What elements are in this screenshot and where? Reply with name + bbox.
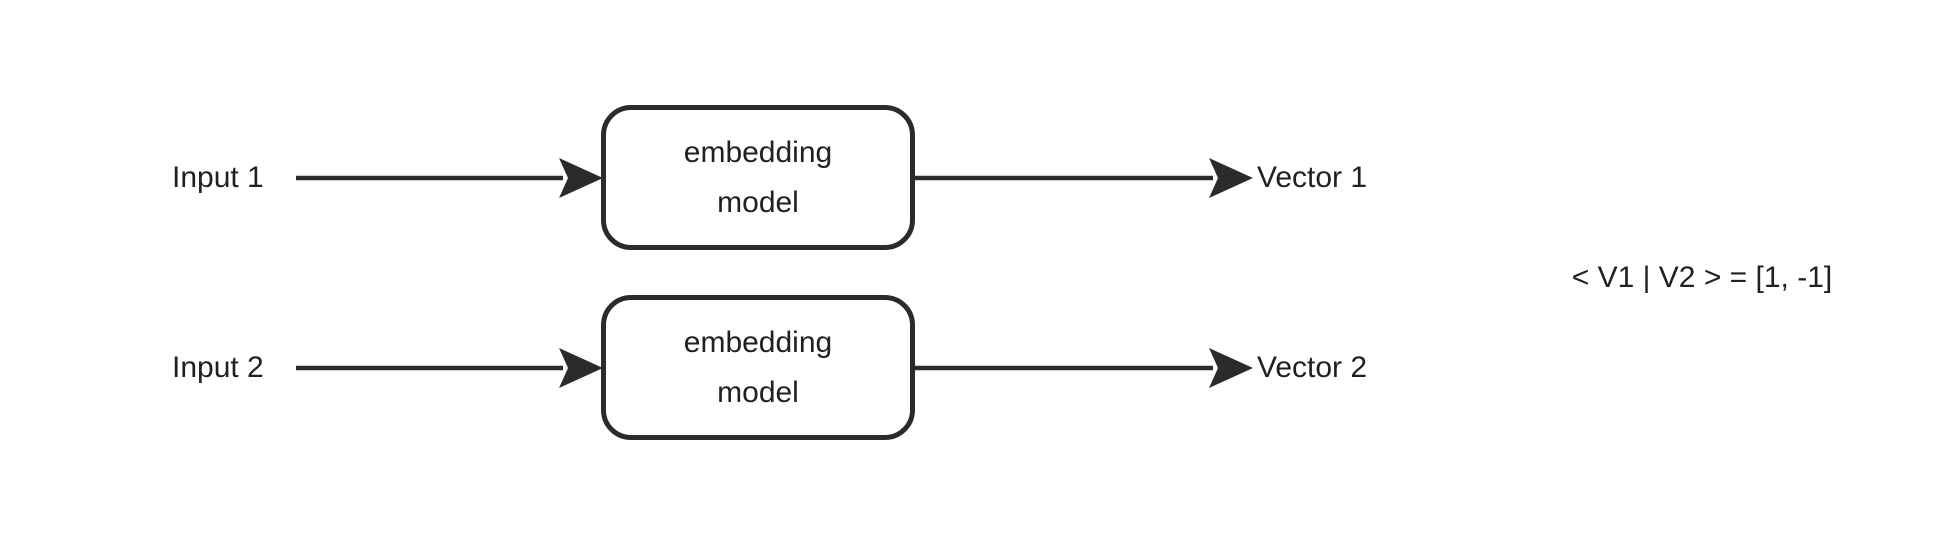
- arrow-model2-to-vector2: [915, 348, 1253, 388]
- embedding-model-node-1: embedding model: [601, 105, 915, 250]
- arrow-input2-to-model: [296, 348, 603, 388]
- arrowhead-icon: [559, 348, 603, 388]
- input-2-label: Input 2: [172, 351, 264, 384]
- arrow-input1-to-model: [296, 158, 603, 198]
- arrow-model1-to-vector1: [915, 158, 1253, 198]
- embedding-model-node-2-label: embedding model: [683, 325, 833, 409]
- input-1-label: Input 1: [172, 161, 264, 194]
- embedding-model-node-1-label: embedding model: [683, 135, 833, 219]
- arrowhead-icon: [1209, 348, 1253, 388]
- vector-2-label: Vector 2: [1257, 351, 1368, 384]
- arrowhead-icon: [559, 158, 603, 198]
- arrowhead-icon: [1209, 158, 1253, 198]
- inner-product-annotation: < V1 | V2 > = [1, -1]: [1571, 261, 1833, 294]
- embedding-model-node-2: embedding model: [601, 295, 915, 440]
- vector-1-label: Vector 1: [1257, 161, 1368, 194]
